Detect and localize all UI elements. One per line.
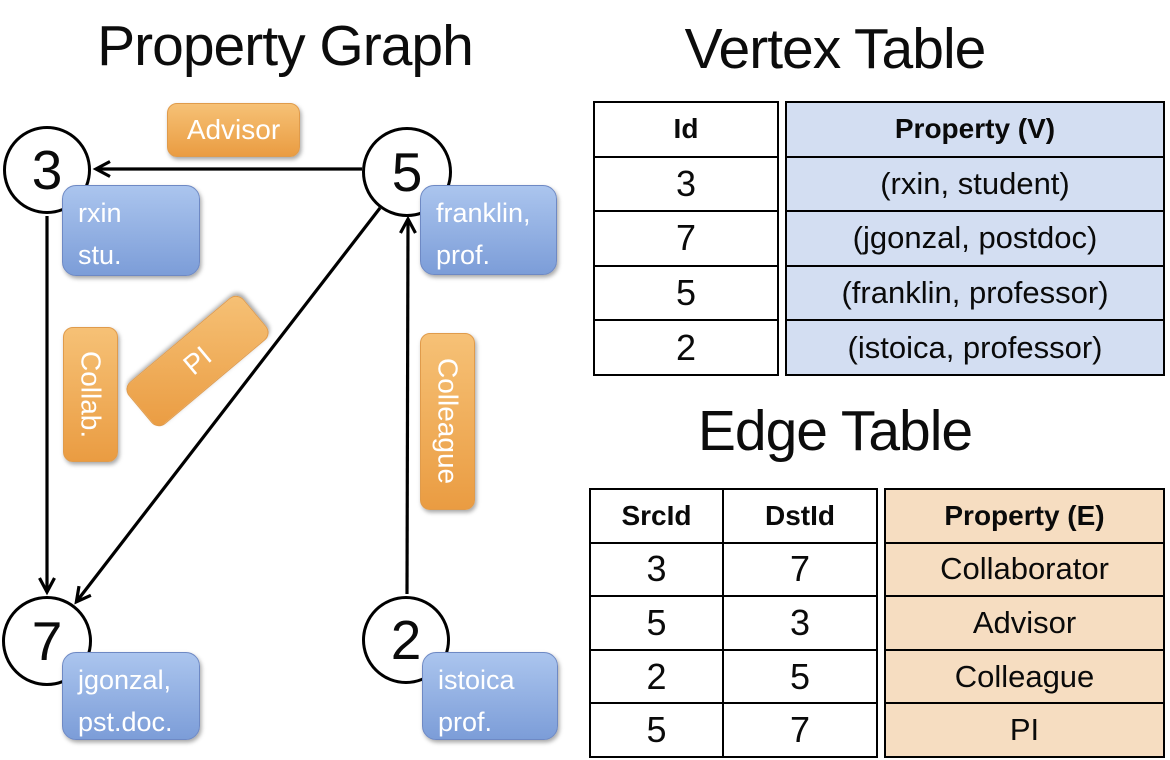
vertex-property-line: prof. bbox=[438, 706, 493, 737]
edge-table-cell: 7 bbox=[724, 541, 876, 596]
vertex-property-line: pst.doc. bbox=[78, 706, 173, 737]
edge-table-cell: Colleague bbox=[886, 648, 1163, 703]
edge-table-srcid-column: SrcId 3 5 2 5 bbox=[591, 490, 722, 756]
vertex-property-line: stu. bbox=[78, 239, 122, 270]
vertex-property-box-2: istoica prof. bbox=[422, 652, 558, 740]
vertex-table-header-property: Property (V) bbox=[894, 113, 1056, 145]
edge-label-colleague: Colleague bbox=[420, 333, 475, 510]
vertex-table-cell: 7 bbox=[595, 210, 777, 265]
edge-table-cell: 3 bbox=[724, 595, 876, 649]
vertex-table-cell: (jgonzal, postdoc) bbox=[787, 210, 1163, 265]
edge-table-cell: Advisor bbox=[886, 595, 1163, 649]
vertex-node-2: 2 bbox=[362, 596, 450, 684]
vertex-table-title: Vertex Table bbox=[684, 17, 987, 81]
edge-table-id-columns: SrcId 3 5 2 5 DstId 7 3 5 7 bbox=[589, 488, 878, 758]
vertex-property-box-5: franklin, prof. bbox=[420, 185, 557, 275]
vertex-property-line: istoica bbox=[438, 665, 515, 695]
vertex-property-line: jgonzal, bbox=[78, 665, 172, 695]
vertex-table-cell: (franklin, professor) bbox=[787, 264, 1163, 320]
vertex-property-line: prof. bbox=[436, 239, 491, 270]
vertex-property-box-3: rxin stu. bbox=[62, 185, 200, 276]
edge-label-collab: Collab. bbox=[63, 327, 118, 462]
edge-table-cell: 7 bbox=[724, 702, 876, 756]
graph-edges-layer bbox=[38, 160, 417, 605]
edge-table-dstid-column: DstId 7 3 5 7 bbox=[722, 490, 876, 756]
edge-arrow-5-to-7 bbox=[74, 207, 382, 605]
edge-table-cell: 5 bbox=[591, 702, 722, 756]
vertex-table-cell: 3 bbox=[595, 155, 777, 211]
edge-table-cell: 3 bbox=[591, 541, 722, 596]
edge-arrow-2-to-5 bbox=[399, 215, 417, 595]
edge-table-title: Edge Table bbox=[697, 399, 973, 463]
vertex-table-cell: (istoica, professor) bbox=[787, 319, 1163, 374]
edge-table-cell: 5 bbox=[724, 648, 876, 703]
vertex-property-box-7: jgonzal, pst.doc. bbox=[62, 652, 200, 740]
edge-table-cell: 5 bbox=[591, 595, 722, 649]
vertex-table-property-column: Property (V) (rxin, student) (jgonzal, p… bbox=[785, 101, 1165, 376]
property-graph-panel: Property Graph 3 5 7 2 Advisor Collab. P… bbox=[0, 0, 580, 760]
property-graph-title: Property Graph bbox=[97, 14, 474, 78]
edge-table-property-column: Property (E) Collaborator Advisor Collea… bbox=[884, 488, 1165, 758]
edge-label-advisor: Advisor bbox=[167, 103, 300, 157]
edge-table-cell: Collaborator bbox=[886, 541, 1163, 596]
vertex-property-line: franklin, bbox=[436, 198, 531, 228]
vertex-table-cell: 5 bbox=[595, 264, 777, 320]
vertex-table-cell: 2 bbox=[595, 319, 777, 374]
vertex-table-header-id: Id bbox=[673, 113, 699, 145]
edge-table-cell: PI bbox=[886, 702, 1163, 756]
edge-table-header-dstid: DstId bbox=[765, 499, 835, 531]
edge-table-header-srcid: SrcId bbox=[621, 499, 692, 531]
vertex-table-cell: (rxin, student) bbox=[787, 155, 1163, 211]
vertex-node-5: 5 bbox=[362, 127, 452, 217]
vertex-table-id-column: Id 3 7 5 2 bbox=[593, 101, 779, 376]
vertex-property-line: rxin bbox=[78, 198, 122, 228]
edge-table-header-property: Property (E) bbox=[944, 499, 1105, 531]
edge-table-cell: 2 bbox=[591, 648, 722, 703]
